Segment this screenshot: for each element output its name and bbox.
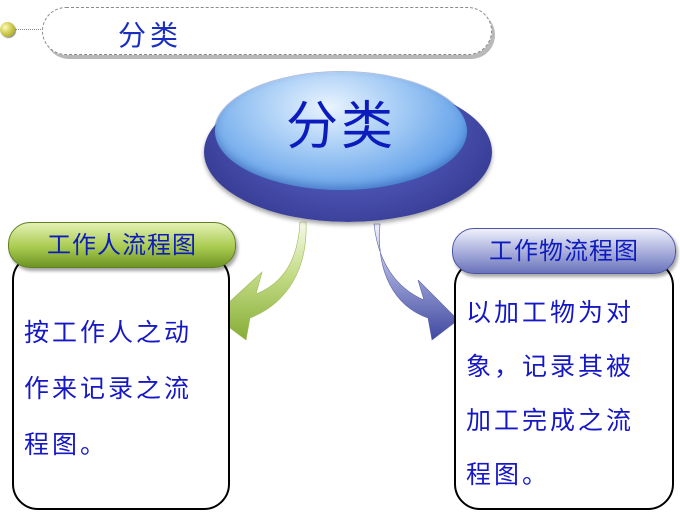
right-line: 程图。 [466,460,551,489]
left-box [12,254,230,510]
left-line: 按工作人之动 [24,318,193,347]
left-arrow-icon [213,221,307,341]
right-line: 象，记录其被 [466,352,635,381]
center-label: 分类 [285,97,396,157]
center-disc [215,72,467,190]
bullet-connector [15,29,43,30]
bullet-icon [0,22,15,37]
page-title: 分类 [118,19,183,52]
header-pill [42,7,492,55]
left-line: 程图。 [24,430,109,459]
right-line: 以加工物为对 [466,298,635,327]
left-box-text: 按工作人之动 作来记录之流 程图。 [24,305,220,473]
left-title-pill: 工作人流程图 [8,222,236,268]
right-box [454,260,674,510]
right-line: 加工完成之流 [466,406,635,435]
right-arrow-icon [373,223,459,341]
left-line: 作来记录之流 [24,374,193,403]
right-box-text: 以加工物为对 象，记录其被 加工完成之流 程图。 [466,286,666,502]
right-title-pill: 工作物流程图 [452,228,676,274]
